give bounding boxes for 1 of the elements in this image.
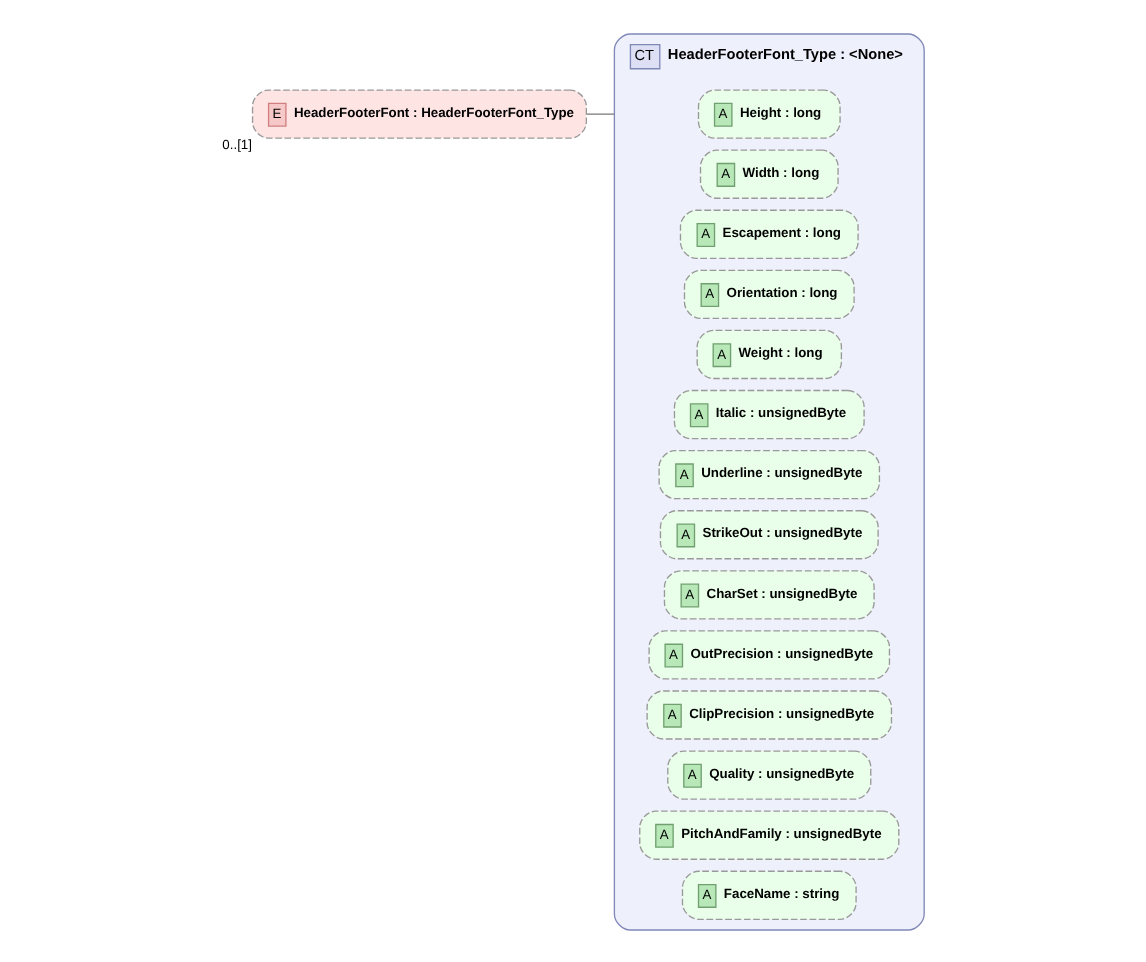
connector bbox=[586, 112, 616, 114]
